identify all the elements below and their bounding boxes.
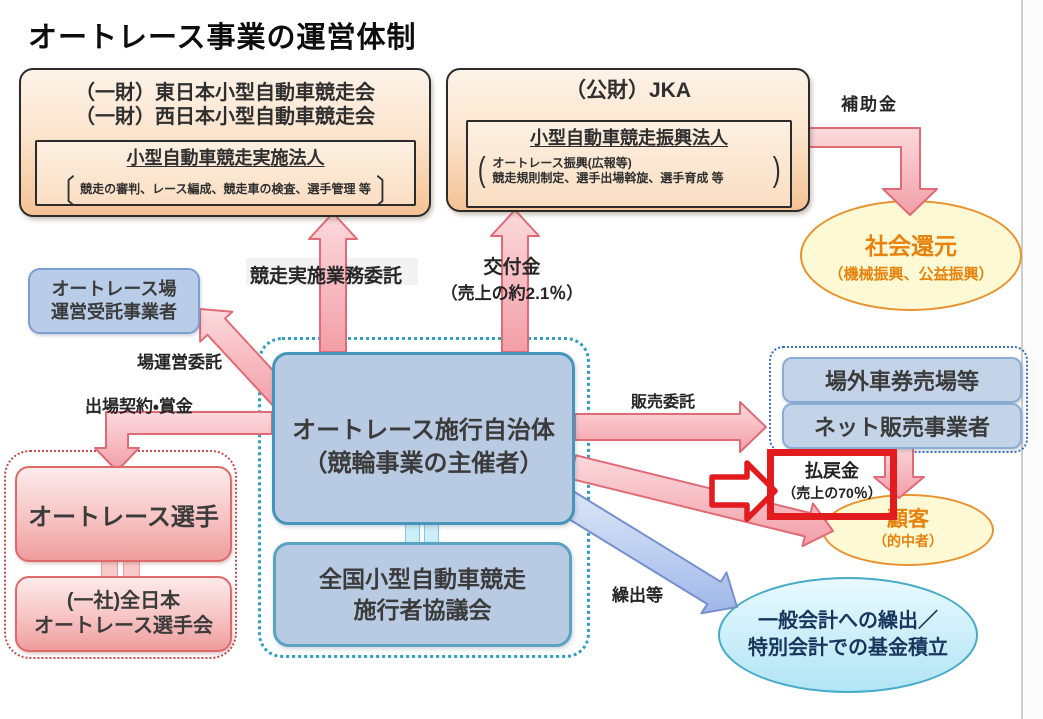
- west-association-name: （一財）西日本小型自動車競走会: [75, 106, 375, 128]
- social-return-title: 社会還元: [865, 233, 957, 259]
- offtrack-sales-box: 場外車券売場等: [782, 357, 1022, 403]
- racers-association-box: (一社)全日本 オートレース選手会: [15, 576, 232, 652]
- track-operator-line1: オートレース場: [51, 279, 177, 299]
- racers-box: オートレース選手: [15, 466, 232, 562]
- jka-note-line2: 競走規則制定、選手出場斡旋、選手育成 等: [492, 170, 724, 185]
- track-operator-line2: 運営受託事業者: [51, 302, 177, 322]
- race-promotion-entity-box: 小型自動車競走振興法人 ( オートレース振興(広報等) 競走規則制定、選手出場斡…: [466, 120, 792, 208]
- jka-note-line1: オートレース振興(広報等): [492, 155, 632, 170]
- subsidy-label: 補助金: [841, 95, 898, 114]
- east-association-name: （一財）東日本小型自動車競走会: [75, 82, 375, 104]
- jka-box: （公財）JKA 小型自動車競走振興法人 ( オートレース振興(広報等) 競走規則…: [446, 68, 810, 212]
- grant-label: 交付金: [483, 257, 541, 278]
- transfer-label: 繰出等: [612, 586, 663, 605]
- municipality-box: オートレース施行自治体 （競輪事業の主催者）: [272, 352, 575, 525]
- net-sales-label: ネット販売事業者: [813, 415, 990, 440]
- racers-label: オートレース選手: [28, 503, 219, 531]
- social-return-ellipse: 社会還元 （機械振興、公益振興）: [800, 200, 1022, 311]
- general-account-ellipse: 一般会計への繰出／ 特別会計での基金積立: [718, 577, 978, 693]
- council-line1: 全国小型自動車競走: [319, 565, 526, 592]
- east-west-racing-association-box: （一財）東日本小型自動車競走会 （一財）西日本小型自動車競走会 小型自動車競走実…: [19, 68, 431, 217]
- council-line2: 施行者協議会: [353, 596, 492, 623]
- racers-association-line2: オートレース選手会: [34, 615, 213, 637]
- municipality-line2: （競輪事業の主催者）: [303, 449, 544, 477]
- general-account-line2: 特別会計での基金積立: [748, 637, 948, 659]
- track-operator-box: オートレース場 運営受託事業者: [28, 268, 200, 334]
- race-executing-entity-title: 小型自動車競走実施法人: [126, 148, 325, 168]
- sales-delegation-label: 販売委託: [631, 394, 696, 411]
- page-edge-strip: [1023, 0, 1043, 719]
- race-delegation-label: 競走実施業務委託: [250, 266, 403, 287]
- municipality-line1: オートレース施行自治体: [292, 416, 555, 444]
- grant-label-group: 交付金 （売上の約2.1％）: [427, 252, 597, 304]
- racers-association-line1: (一社)全日本: [66, 590, 181, 612]
- bracket-open: 〔: [49, 172, 76, 211]
- customer-title: 顧客: [887, 508, 929, 531]
- bracket-close: 〕: [375, 172, 402, 211]
- general-account-line1: 一般会計への繰出／: [758, 610, 938, 632]
- customer-subtitle: （的中者）: [873, 533, 943, 549]
- grant-rate-label: （売上の約2.1％）: [440, 284, 584, 303]
- offtrack-sales-label: 場外車券売場等: [824, 369, 979, 394]
- race-executing-entity-box: 小型自動車競走実施法人 〔 競走の審判、レース編成、競走車の検査、選手管理 等 …: [35, 140, 416, 210]
- council-box: 全国小型自動車競走 施行者協議会: [273, 542, 572, 647]
- race-executing-entity-note: 競走の審判、レース編成、競走車の検査、選手管理 等: [80, 182, 371, 196]
- social-return-subtitle: （機械振興、公益振興）: [828, 266, 994, 283]
- page-title: オートレース事業の運営体制: [28, 22, 417, 54]
- customer-ellipse: 顧客 （的中者）: [822, 494, 994, 566]
- contract-prize-label: 出場契約・賞金: [85, 397, 193, 416]
- venue-management-label: 場運営委託: [137, 353, 222, 372]
- paren-open: (: [477, 151, 486, 189]
- jka-title: （公財）JKA: [564, 79, 691, 102]
- net-sales-box: ネット販売事業者: [782, 403, 1022, 449]
- payout-highlight-arrow: [709, 460, 778, 522]
- race-promotion-entity-title: 小型自動車競走振興法人: [530, 128, 728, 148]
- payout-highlight-frame: [767, 449, 897, 520]
- paren-close: ): [772, 151, 781, 189]
